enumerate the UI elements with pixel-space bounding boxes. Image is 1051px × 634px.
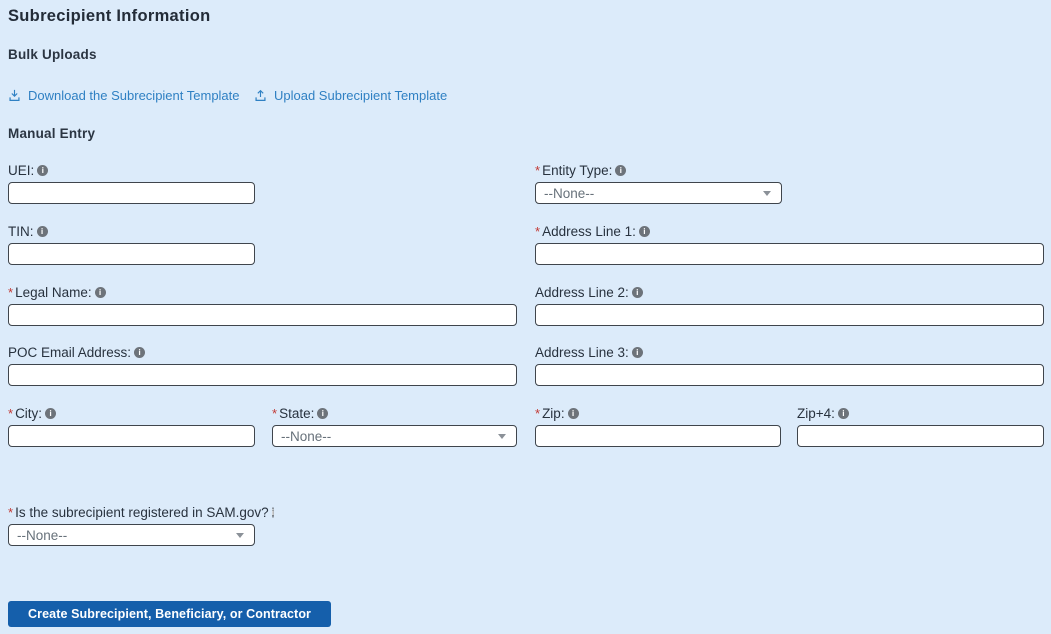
upload-subrecipient-template-link[interactable]: Upload Subrecipient Template	[254, 88, 447, 103]
required-asterisk: *	[272, 406, 278, 421]
entity-type-label: *Entity Type:	[535, 163, 782, 178]
zip-input[interactable]	[535, 425, 781, 447]
upload-link-label: Upload Subrecipient Template	[274, 88, 448, 103]
zip-field-group: *Zip:	[535, 406, 781, 447]
state-field-group: *State: --None--	[272, 406, 517, 447]
info-icon[interactable]	[638, 226, 650, 237]
create-subrecipient-button[interactable]: Create Subrecipient, Beneficiary, or Con…	[8, 601, 332, 627]
city-label: *City:	[8, 406, 255, 421]
info-icon[interactable]	[45, 408, 57, 419]
city-field-group: *City:	[8, 406, 255, 447]
address-line-1-input[interactable]	[535, 243, 1044, 265]
info-icon[interactable]	[567, 408, 579, 419]
poc-email-field-group: POC Email Address:	[8, 345, 517, 386]
state-select[interactable]: --None--	[272, 425, 517, 447]
zip-plus-4-input[interactable]	[797, 425, 1044, 447]
address-line-3-label: Address Line 3:	[535, 345, 1044, 360]
manual-entry-heading: Manual Entry	[8, 126, 96, 141]
upload-icon	[254, 89, 267, 102]
uei-label: UEI:	[8, 163, 255, 178]
sam-registered-field-group: *Is the subrecipient registered in SAM.g…	[8, 505, 275, 546]
entity-type-field-group: *Entity Type: --None--	[535, 163, 782, 204]
sam-registered-selected-value: --None--	[17, 527, 68, 543]
sam-registered-select[interactable]: --None--	[8, 524, 255, 546]
address-line-3-field-group: Address Line 3:	[535, 345, 1044, 386]
city-input[interactable]	[8, 425, 255, 447]
tin-field-group: TIN:	[8, 224, 255, 265]
address-line-1-label: *Address Line 1:	[535, 224, 1044, 239]
uei-input[interactable]	[8, 182, 255, 204]
download-subrecipient-template-link[interactable]: Download the Subrecipient Template	[8, 88, 240, 103]
info-icon[interactable]	[271, 507, 275, 518]
info-icon[interactable]	[837, 408, 849, 419]
zip-label: *Zip:	[535, 406, 781, 421]
uei-field-group: UEI:	[8, 163, 255, 204]
zip-plus-4-field-group: Zip+4:	[797, 406, 1044, 447]
state-selected-value: --None--	[281, 428, 332, 444]
legal-name-label: *Legal Name:	[8, 285, 517, 300]
info-icon[interactable]	[317, 408, 329, 419]
required-asterisk: *	[535, 406, 541, 421]
poc-email-input[interactable]	[8, 364, 517, 386]
required-asterisk: *	[535, 163, 541, 178]
required-asterisk: *	[8, 285, 14, 300]
required-asterisk: *	[535, 224, 541, 239]
info-icon[interactable]	[631, 347, 643, 358]
page-title: Subrecipient Information	[8, 7, 211, 25]
zip-plus-4-label: Zip+4:	[797, 406, 1044, 421]
info-icon[interactable]	[94, 287, 106, 298]
required-asterisk: *	[8, 505, 14, 520]
bulk-uploads-heading: Bulk Uploads	[8, 47, 97, 62]
entity-type-select[interactable]: --None--	[535, 182, 782, 204]
poc-email-label: POC Email Address:	[8, 345, 517, 360]
chevron-down-icon	[763, 190, 771, 196]
entity-type-selected-value: --None--	[544, 185, 595, 201]
legal-name-field-group: *Legal Name:	[8, 285, 517, 326]
legal-name-input[interactable]	[8, 304, 517, 326]
address-line-1-field-group: *Address Line 1:	[535, 224, 1044, 265]
chevron-down-icon	[236, 532, 244, 538]
required-asterisk: *	[8, 406, 14, 421]
address-line-3-input[interactable]	[535, 364, 1044, 386]
address-line-2-label: Address Line 2:	[535, 285, 1044, 300]
tin-label: TIN:	[8, 224, 255, 239]
info-icon[interactable]	[631, 287, 643, 298]
download-icon	[8, 89, 21, 102]
info-icon[interactable]	[134, 347, 146, 358]
tin-input[interactable]	[8, 243, 255, 265]
address-line-2-input[interactable]	[535, 304, 1044, 326]
sam-registered-label: *Is the subrecipient registered in SAM.g…	[8, 505, 275, 520]
info-icon[interactable]	[37, 165, 49, 176]
info-icon[interactable]	[615, 165, 627, 176]
address-line-2-field-group: Address Line 2:	[535, 285, 1044, 326]
download-link-label: Download the Subrecipient Template	[28, 88, 240, 103]
state-label: *State:	[272, 406, 517, 421]
info-icon[interactable]	[36, 226, 48, 237]
chevron-down-icon	[498, 433, 506, 439]
